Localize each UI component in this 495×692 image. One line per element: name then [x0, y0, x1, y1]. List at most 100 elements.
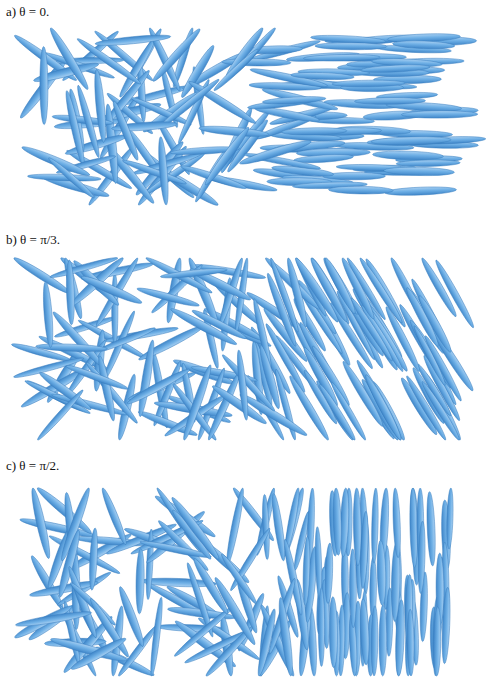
- rod: [302, 536, 310, 605]
- rod: [112, 273, 118, 347]
- rod: [219, 552, 259, 605]
- rod: [281, 127, 347, 135]
- rod: [285, 257, 310, 328]
- rod: [180, 364, 214, 442]
- rod: [322, 256, 358, 315]
- rod: [15, 609, 92, 629]
- rod: [136, 285, 200, 308]
- rod: [362, 373, 404, 442]
- rod: [349, 549, 356, 628]
- rod: [291, 71, 355, 80]
- rod: [329, 597, 338, 668]
- rod: [419, 256, 459, 318]
- rod: [121, 158, 187, 187]
- rod: [220, 353, 277, 414]
- rod: [332, 80, 405, 88]
- rod: [224, 487, 246, 565]
- rod: [372, 150, 443, 160]
- rod: [392, 40, 454, 50]
- rod: [136, 339, 156, 417]
- rod: [149, 597, 165, 677]
- rod: [354, 97, 425, 104]
- rod: [379, 605, 387, 676]
- rod: [277, 597, 295, 677]
- rod: [396, 159, 460, 167]
- rod: [69, 635, 127, 672]
- rod: [383, 305, 422, 373]
- rod: [169, 305, 239, 347]
- rod: [212, 576, 259, 647]
- rod: [170, 508, 214, 562]
- rod: [261, 494, 270, 559]
- rod: [329, 381, 368, 442]
- rod: [441, 587, 451, 664]
- rod: [359, 599, 370, 666]
- rod: [42, 281, 55, 347]
- rod: [36, 343, 108, 353]
- rod: [318, 588, 324, 667]
- rod: [212, 47, 260, 93]
- rod: [40, 47, 49, 125]
- rod: [303, 54, 380, 62]
- rod: [157, 137, 170, 206]
- rod: [422, 334, 463, 402]
- rod: [417, 521, 425, 593]
- rod: [96, 355, 117, 422]
- rod: [426, 491, 437, 566]
- rod: [376, 540, 386, 605]
- rod: [361, 64, 430, 74]
- rod: [404, 374, 448, 441]
- rod: [353, 488, 362, 566]
- rod: [47, 156, 97, 200]
- rod: [93, 69, 108, 143]
- rod: [357, 256, 404, 325]
- rod: [433, 607, 441, 676]
- rod: [49, 255, 119, 280]
- rod: [202, 125, 252, 187]
- rod: [47, 26, 91, 92]
- rod: [145, 529, 154, 600]
- rod: [384, 166, 455, 176]
- rod: [191, 557, 231, 616]
- rod: [80, 273, 144, 307]
- rod: [95, 33, 171, 47]
- rod: [270, 493, 287, 561]
- rod: [228, 527, 272, 593]
- rod: [135, 549, 144, 614]
- rod: [238, 138, 312, 168]
- rod: [160, 267, 227, 280]
- rod: [50, 309, 106, 369]
- rod: [66, 260, 76, 325]
- rod: [412, 324, 448, 386]
- rod: [302, 369, 340, 426]
- rod: [210, 383, 268, 427]
- rod: [328, 186, 393, 195]
- rod: [392, 488, 402, 558]
- rod: [35, 388, 85, 442]
- rod: [126, 366, 192, 406]
- panel-label: a) θ = 0.: [4, 4, 51, 19]
- rod: [359, 511, 369, 588]
- panel-label: b) θ = π/3.: [4, 232, 62, 247]
- rod: [332, 488, 342, 555]
- rod: [75, 84, 102, 158]
- rod: [407, 609, 415, 676]
- panel-label: c) θ = π/2.: [4, 458, 61, 473]
- rod: [99, 487, 129, 546]
- rod: [384, 186, 456, 197]
- rod: [262, 95, 326, 105]
- rod: [371, 606, 378, 676]
- rod: [446, 488, 454, 549]
- rod: [235, 350, 250, 421]
- rod: [335, 290, 377, 361]
- rod: [371, 488, 379, 563]
- rod: [401, 110, 477, 118]
- rod: [169, 495, 222, 562]
- rod: [371, 136, 451, 146]
- rod: [315, 42, 387, 50]
- rod: [199, 124, 270, 138]
- rod: [110, 100, 141, 162]
- rod: [65, 363, 129, 392]
- rod: [88, 528, 98, 590]
